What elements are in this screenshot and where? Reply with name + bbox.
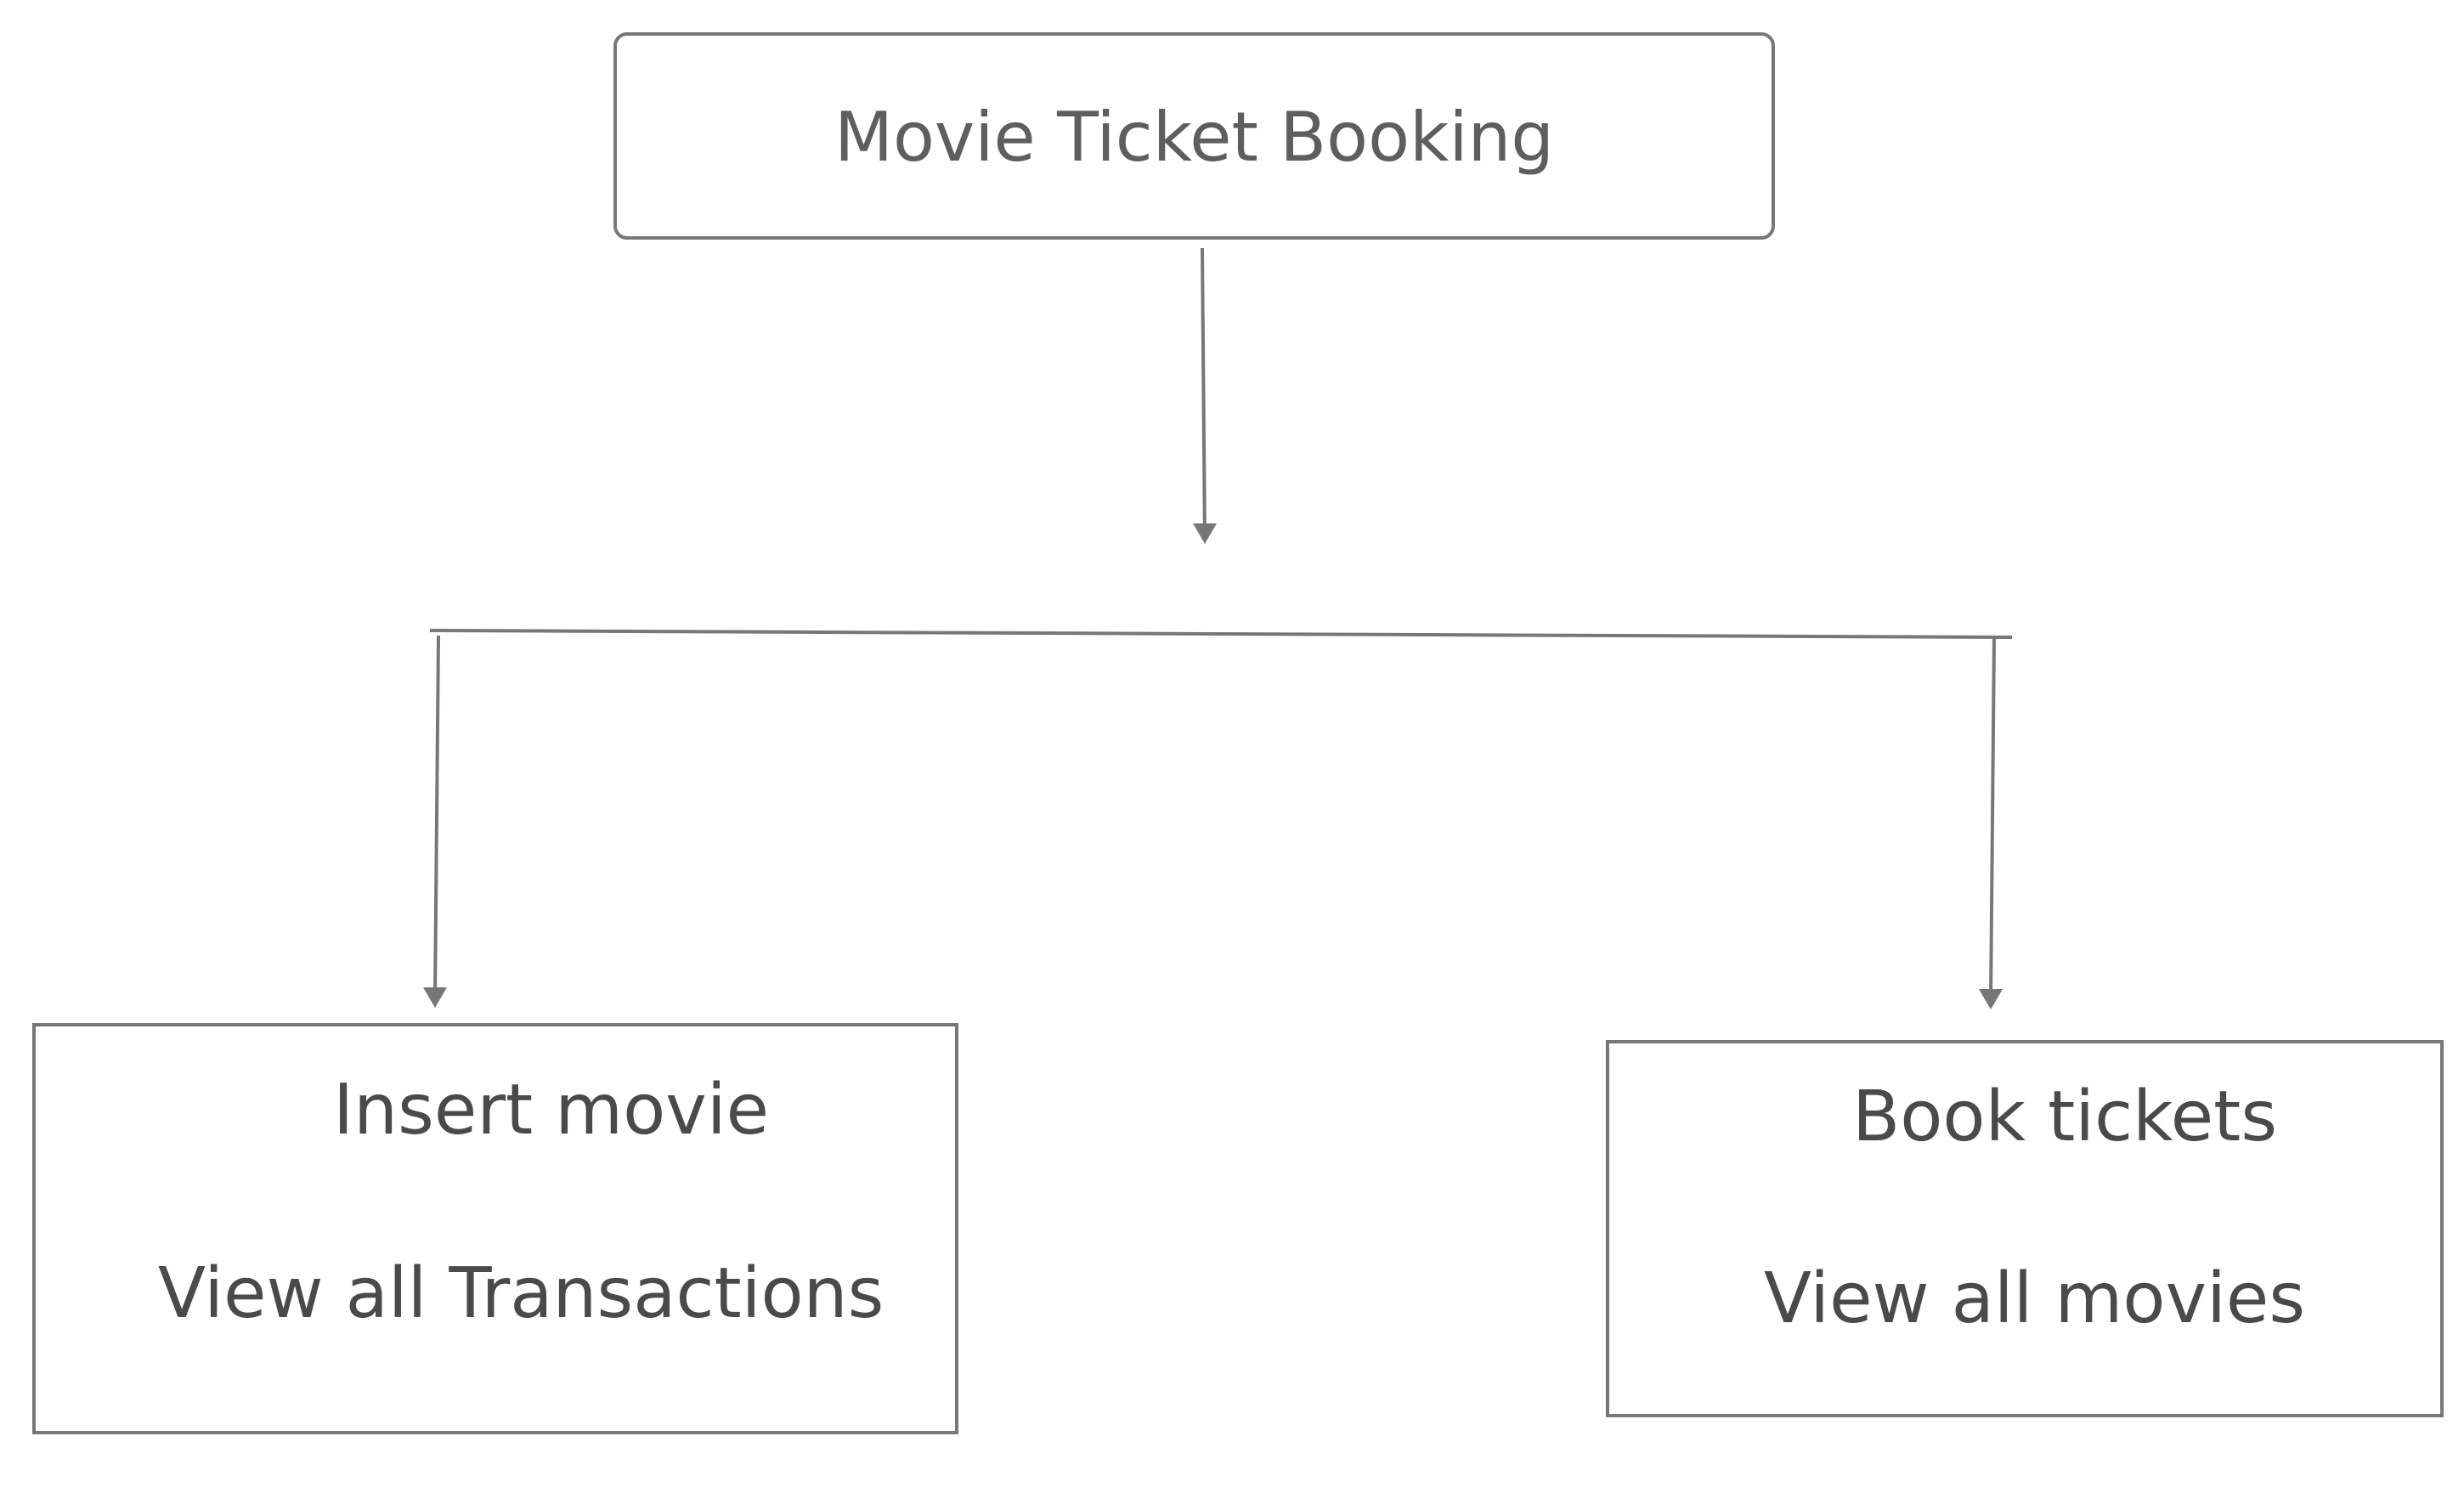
insert-movie-label: Insert movie (333, 1070, 770, 1151)
root-down-arrow (1201, 247, 1207, 541)
left-branch-arrow (433, 635, 440, 1000)
root-node: Movie Ticket Booking (613, 32, 1775, 240)
right-branch-arrow (1989, 636, 1996, 1002)
view-transactions-label: View all Transactions (158, 1253, 884, 1334)
left-node: Insert movie View all Transactions (32, 1023, 958, 1434)
branch-line (429, 629, 2013, 639)
view-movies-label: View all movies (1764, 1258, 2306, 1339)
book-tickets-label: Book tickets (1852, 1077, 2278, 1157)
right-node: Book tickets View all movies (1606, 1040, 2444, 1417)
right-arrowhead (1979, 989, 2003, 1009)
root-title: Movie Ticket Booking (834, 98, 1555, 177)
root-arrowhead (1193, 523, 1217, 544)
left-arrowhead (423, 987, 447, 1008)
